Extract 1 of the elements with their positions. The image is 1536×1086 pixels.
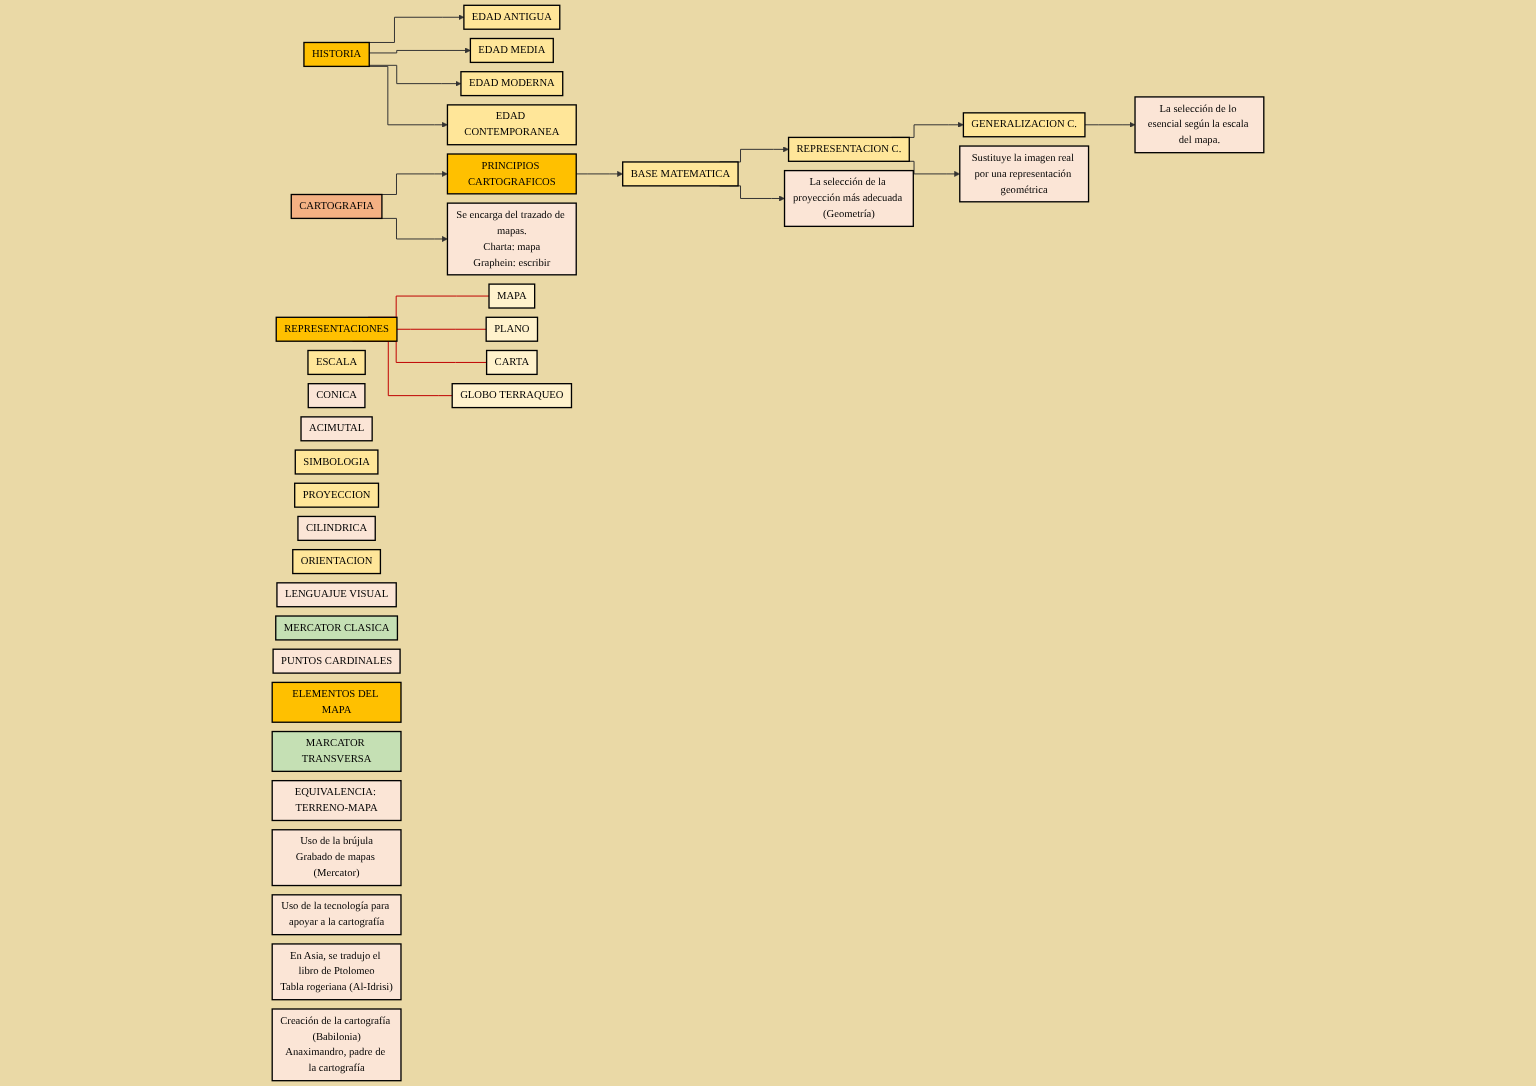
connector (396, 328, 487, 330)
